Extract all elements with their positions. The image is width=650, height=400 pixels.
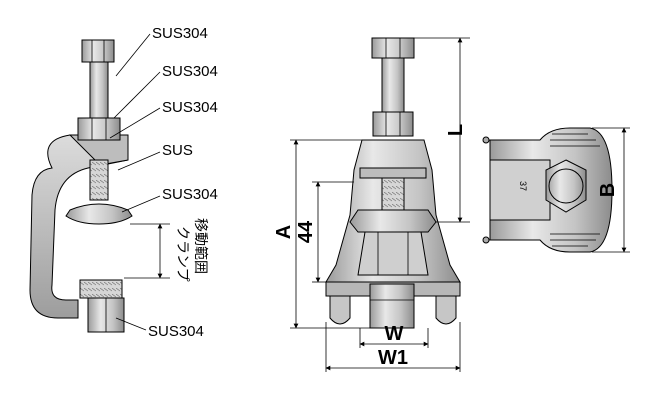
clamp-range-label-line1: クランプ (174, 226, 190, 282)
clamp-disc (65, 203, 133, 225)
top-marking: 37 (518, 181, 528, 191)
bolt-shaft (89, 61, 109, 119)
dimension-W1: W1 (378, 347, 408, 369)
label-disc-material: SUS304 (162, 186, 218, 203)
label-bottom-nut-material: SUS304 (148, 323, 204, 340)
top-view: 37 B (482, 127, 630, 253)
front-bolt-head (371, 37, 415, 59)
bottom-nut-thread (79, 279, 123, 299)
dimension-L: L (445, 124, 467, 136)
front-bottom-nut (369, 283, 415, 329)
lock-nut (77, 117, 121, 141)
top-hex-nut (545, 159, 587, 213)
dimension-44: 44 (295, 220, 317, 243)
threaded-rod (89, 159, 109, 201)
front-feet (329, 295, 457, 325)
top-ribs (550, 133, 600, 247)
front-disc (349, 209, 437, 233)
top-bolt-circle (548, 168, 584, 204)
bolt-head (81, 39, 115, 63)
front-bolt-shaft (381, 57, 405, 113)
front-threaded-rod (381, 177, 405, 211)
dimension-W: W (385, 323, 404, 345)
label-bolt-material: SUS304 (162, 63, 218, 80)
label-frame-material: SUS (162, 142, 193, 159)
label-bolt-head-material: SUS304 (152, 25, 208, 42)
front-body-collar (359, 167, 427, 179)
label-lock-nut-material: SUS304 (162, 99, 218, 116)
front-lock-nut (372, 111, 414, 137)
clamp-range-label-line2: 移動範囲 (192, 218, 209, 274)
c-frame-front (68, 134, 129, 166)
dimension-A: A (273, 225, 295, 239)
side-view: SUS304 SUS304 SUS304 SUS SUS304 SUS304 ク… (29, 25, 218, 340)
front-view: L A 44 W W1 (273, 37, 470, 372)
dimension-B: B (597, 183, 619, 197)
